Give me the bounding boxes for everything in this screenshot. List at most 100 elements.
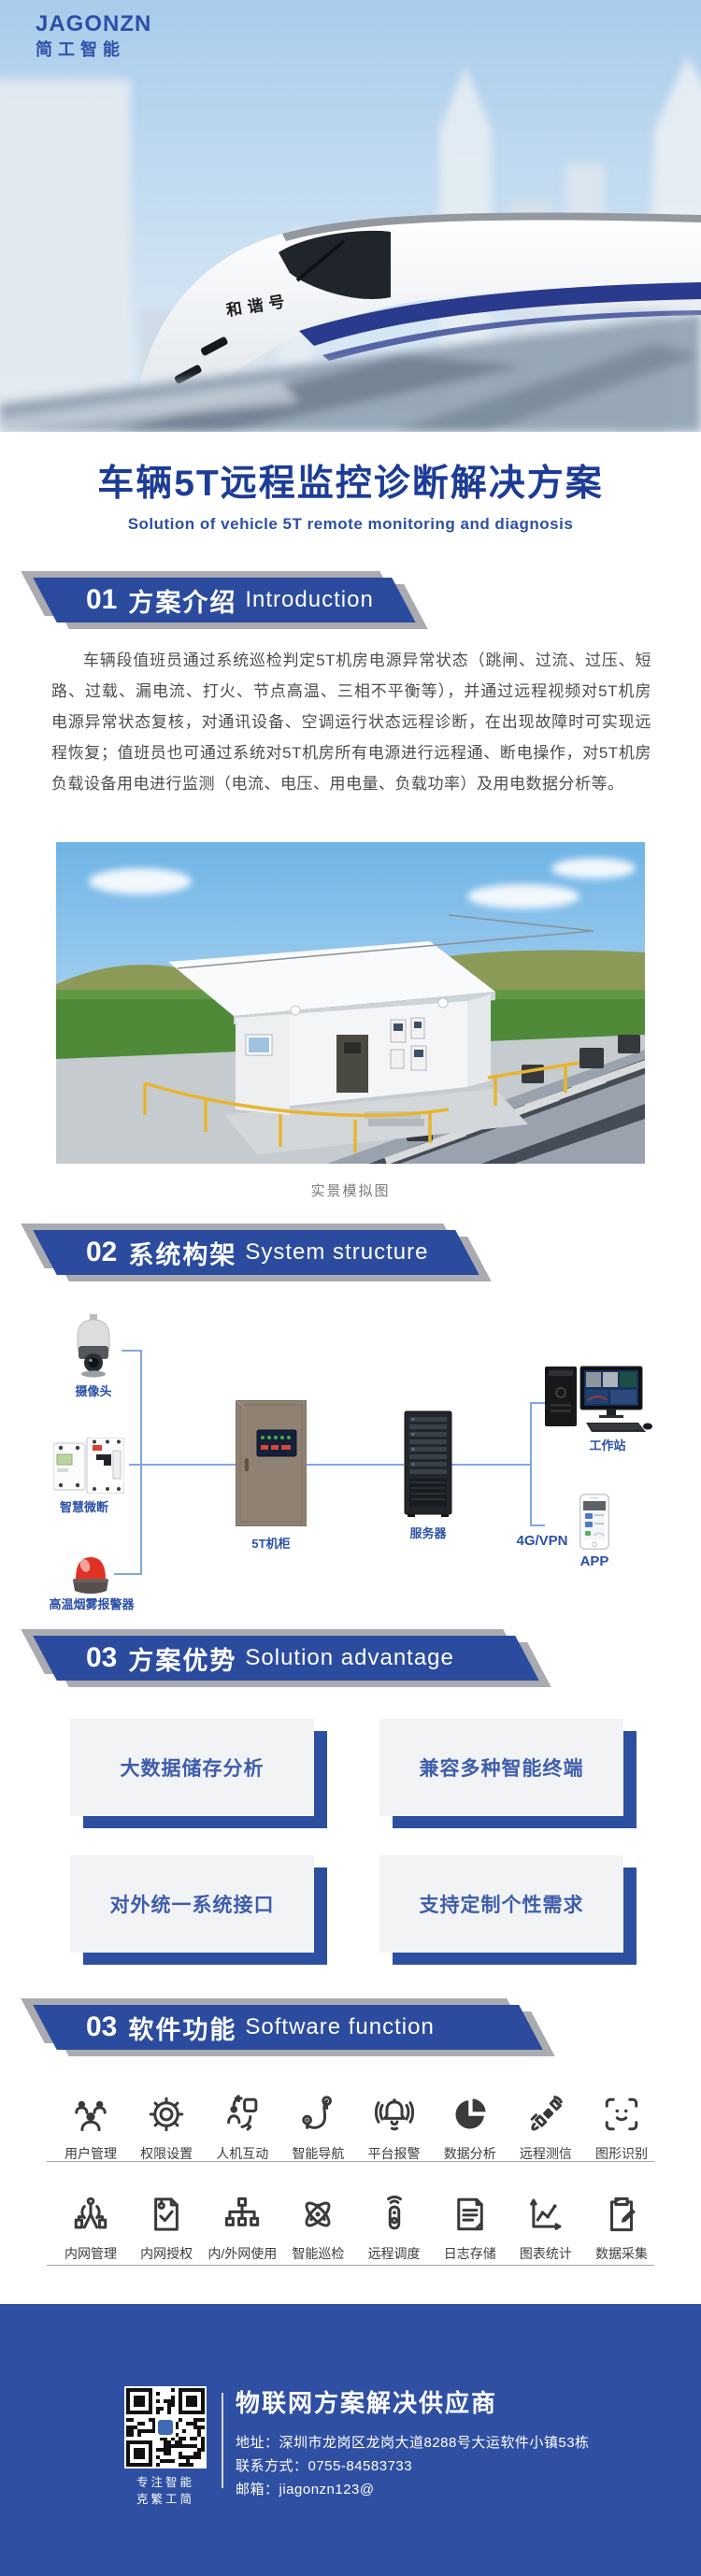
- advantage-card: 兼容多种智能终端: [379, 1719, 637, 1828]
- footer-divider: [222, 2393, 223, 2488]
- connector-line: [451, 1464, 532, 1466]
- ptz-camera-image: [72, 1314, 115, 1382]
- software-function-row-2: 内网管理 内网授权 内/外网使用: [53, 2195, 659, 2263]
- page-title-block: 车辆5T远程监控诊断解决方案 Solution of vehicle 5T re…: [0, 454, 701, 534]
- section-title-zh: 系统构架: [128, 1240, 237, 1269]
- function-intranet-authorization: 内网授权: [129, 2195, 204, 2263]
- section-advantage-header: 03 方案优势 Solution advantage: [21, 1629, 551, 1687]
- users-icon: [75, 2100, 107, 2132]
- advantage-text: 支持定制个性需求: [419, 1895, 584, 1916]
- function-smart-inspection: 智能巡检: [280, 2195, 355, 2263]
- human-machine-icon: [227, 2095, 258, 2131]
- function-remote-telemetry: 远程测信: [508, 2095, 583, 2163]
- footer-title: 物联网方案解决供应商: [236, 2389, 498, 2417]
- line-chart-icon: [529, 2198, 562, 2230]
- function-user-management: 用户管理: [53, 2095, 128, 2163]
- section-title-zh: 方案优势: [128, 1646, 237, 1675]
- server-rack-image: [404, 1410, 452, 1523]
- footer-email: 邮箱：jiagonzn123@: [236, 2482, 375, 2497]
- smart-breaker-image: [52, 1437, 125, 1498]
- section-number: 03: [86, 1642, 118, 1673]
- advantage-card: 对外统一系统接口: [70, 1855, 327, 1965]
- connector-line: [530, 1402, 532, 1526]
- advantage-card: 支持定制个性需求: [379, 1855, 637, 1965]
- advantage-card: 大数据储存分析: [70, 1719, 327, 1828]
- section-number: 03: [86, 2011, 118, 2042]
- qr-slogan: 专注智能 克繁工简: [136, 2476, 194, 2506]
- advantage-text: 兼容多种智能终端: [419, 1758, 584, 1780]
- simulation-caption: 实景模拟图: [310, 1183, 391, 1199]
- function-internal-external-network: 内/外网使用: [205, 2195, 279, 2263]
- qr-center-logo: [155, 2417, 176, 2438]
- diagram-label-cabinet: 5T机柜: [251, 1537, 291, 1551]
- advantage-text: 对外统一系统接口: [109, 1895, 275, 1916]
- diagram-label-alarm: 高温烟雾报警器: [49, 1597, 135, 1611]
- brand-logo: JAGONZN 简工智能: [36, 11, 151, 59]
- alarm-bell-icon: [374, 2098, 414, 2131]
- brand-logo-cn: 简工智能: [36, 39, 125, 59]
- grid-divider: [47, 2265, 654, 2266]
- diagram-label-network: 4G/VPN: [516, 1533, 568, 1549]
- log-file-icon: [456, 2197, 483, 2231]
- page-subtitle: Solution of vehicle 5T remote monitoring…: [127, 515, 574, 533]
- connector-line: [530, 1524, 545, 1526]
- connector-line: [129, 1464, 236, 1466]
- train-windshield: [279, 230, 391, 299]
- section-title-zh: 方案介绍: [128, 588, 237, 617]
- gear-icon: [149, 2097, 184, 2132]
- function-remote-dispatch: 远程调度: [357, 2195, 432, 2263]
- diagram-label-breaker: 智慧微断: [59, 1500, 108, 1514]
- satellite-icon: [530, 2096, 563, 2131]
- function-smart-navigation: 智能导航: [280, 2095, 355, 2163]
- monitoring-hut: [168, 914, 594, 1154]
- function-data-analysis: 数据分析: [433, 2095, 508, 2163]
- simulation-scene-image: [56, 842, 653, 1166]
- section-intro-header: 01 方案介绍 Introduction: [21, 571, 428, 629]
- intro-paragraph: 车辆段值班员通过系统巡检判定5T机房电源异常状态（跳闸、过流、过压、短路、过载、…: [51, 651, 651, 793]
- connector-line: [114, 1573, 142, 1575]
- section-title-en: System structure: [245, 1239, 429, 1265]
- section-title-en: Solution advantage: [245, 1645, 454, 1670]
- app-phone-image: [579, 1494, 609, 1554]
- diagram-label-workstation: 工作站: [589, 1438, 626, 1453]
- diagram-label-app: APP: [579, 1553, 609, 1569]
- page-title: 车辆5T远程监控诊断解决方案: [97, 464, 604, 504]
- hero-banner: 和谐号 JAGONZN 简工智能: [0, 0, 701, 439]
- function-platform-alarm: 平台报警: [357, 2095, 432, 2163]
- network-tree-icon: [225, 2197, 260, 2226]
- function-data-collection: 数据采集: [584, 2195, 659, 2263]
- diagram-label-camera: 摄像头: [75, 1384, 112, 1398]
- section-title-en: Introduction: [245, 587, 374, 612]
- function-human-machine: 人机互动: [205, 2095, 279, 2163]
- footer-address: 地址：深圳市龙岗区龙岗大道8288号大运软件小镇53栋: [236, 2435, 590, 2451]
- diagram-label-server: 服务器: [409, 1526, 447, 1540]
- route-pin-icon: [302, 2096, 333, 2129]
- workstation-image: [545, 1361, 653, 1440]
- hero-train-illustration: 和谐号: [0, 0, 701, 439]
- antenna-icon: [74, 2197, 107, 2229]
- function-log-storage: 日志存储: [433, 2195, 508, 2263]
- function-graphic-recognition: 图形识别: [584, 2095, 659, 2163]
- section-number: 02: [86, 1237, 118, 1267]
- grid-divider: [47, 2161, 654, 2162]
- section-title-zh: 软件功能: [128, 2015, 237, 2044]
- section-structure-header: 02 系统构架 System structure: [21, 1224, 492, 1281]
- advantage-text: 大数据储存分析: [120, 1758, 265, 1780]
- connector-line: [530, 1402, 546, 1404]
- section-software-header: 03 软件功能 Software function: [21, 1998, 555, 2056]
- remote-control-icon: [386, 2196, 402, 2230]
- alarm-beacon-image: [69, 1550, 112, 1599]
- yellow-railing: [143, 1061, 580, 1152]
- brand-logo-text: JAGONZN: [36, 11, 152, 36]
- train-stripe: [299, 282, 701, 346]
- face-scan-icon: [605, 2097, 638, 2131]
- connector-line: [307, 1464, 404, 1466]
- software-function-row-1: 用户管理 权限设置 人机互动: [53, 2095, 659, 2163]
- cabinet-5t-image: [235, 1399, 308, 1531]
- function-chart-statistics: 图表统计: [508, 2195, 583, 2263]
- function-intranet-management: 内网管理: [53, 2195, 128, 2263]
- clipboard-pencil-icon: [609, 2197, 636, 2232]
- pie-chart-icon: [455, 2098, 486, 2129]
- section-number: 01: [86, 584, 118, 615]
